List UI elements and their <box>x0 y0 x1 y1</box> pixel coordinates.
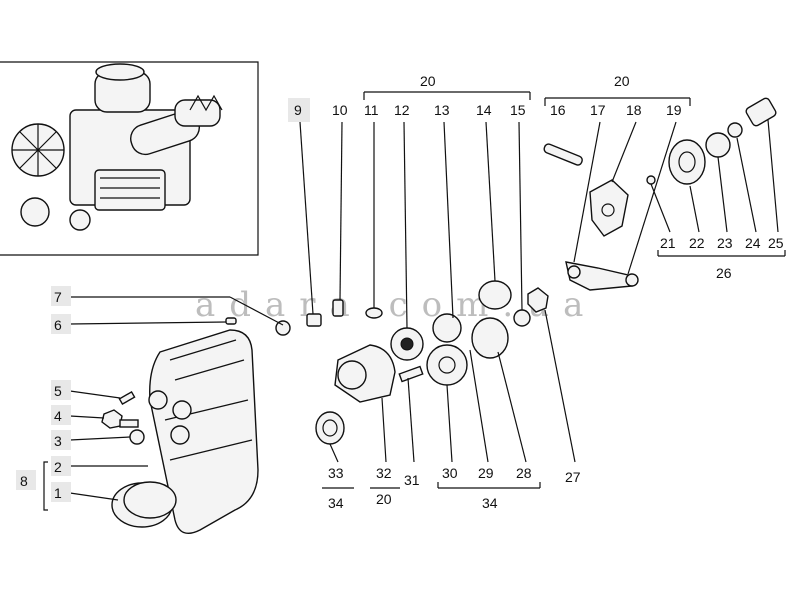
callout-33: 33 <box>328 465 344 481</box>
callout-32: 32 <box>376 465 392 481</box>
callout-28: 28 <box>516 465 532 481</box>
callout-20-top-center: 20 <box>420 73 436 89</box>
housing-cover <box>111 329 259 534</box>
callout-26: 26 <box>716 265 732 281</box>
callout-16: 16 <box>550 102 566 118</box>
callout-19: 19 <box>666 102 682 118</box>
callout-1: 1 <box>54 485 62 501</box>
callout-30: 30 <box>442 465 458 481</box>
callout-14: 14 <box>476 102 492 118</box>
callout-5: 5 <box>54 383 62 399</box>
callout-24: 24 <box>745 235 761 251</box>
callout-20-top-right: 20 <box>614 73 630 89</box>
callout-9: 9 <box>294 102 302 118</box>
callout-6: 6 <box>54 317 62 333</box>
callout-7: 7 <box>54 289 62 305</box>
engine-thumbnail <box>11 63 223 231</box>
callout-34-left: 34 <box>328 495 344 511</box>
callout-3: 3 <box>54 433 62 449</box>
callout-31: 31 <box>404 472 420 488</box>
callout-29: 29 <box>478 465 494 481</box>
callout-labels: 7 6 5 4 3 2 1 8 9 10 11 12 13 14 15 20 2… <box>16 73 784 511</box>
callout-11: 11 <box>364 102 379 118</box>
central-assembly <box>306 280 549 445</box>
left-fasteners <box>101 317 291 445</box>
callout-4: 4 <box>54 408 62 424</box>
callout-21: 21 <box>660 235 676 251</box>
upper-right-assembly <box>543 97 777 291</box>
callout-22: 22 <box>689 235 705 251</box>
callout-25: 25 <box>768 235 784 251</box>
leader-lines <box>43 91 786 511</box>
callout-27: 27 <box>565 469 581 485</box>
callout-18: 18 <box>626 102 642 118</box>
callout-10: 10 <box>332 102 348 118</box>
callout-8: 8 <box>20 473 28 489</box>
callout-20-bottom: 20 <box>376 491 392 507</box>
callout-12: 12 <box>394 102 410 118</box>
callout-2: 2 <box>54 459 62 475</box>
callout-34-right: 34 <box>482 495 498 511</box>
callout-23: 23 <box>717 235 733 251</box>
callout-15: 15 <box>510 102 526 118</box>
engine-inset <box>0 61 259 256</box>
callout-17: 17 <box>590 102 606 118</box>
callout-13: 13 <box>434 102 450 118</box>
